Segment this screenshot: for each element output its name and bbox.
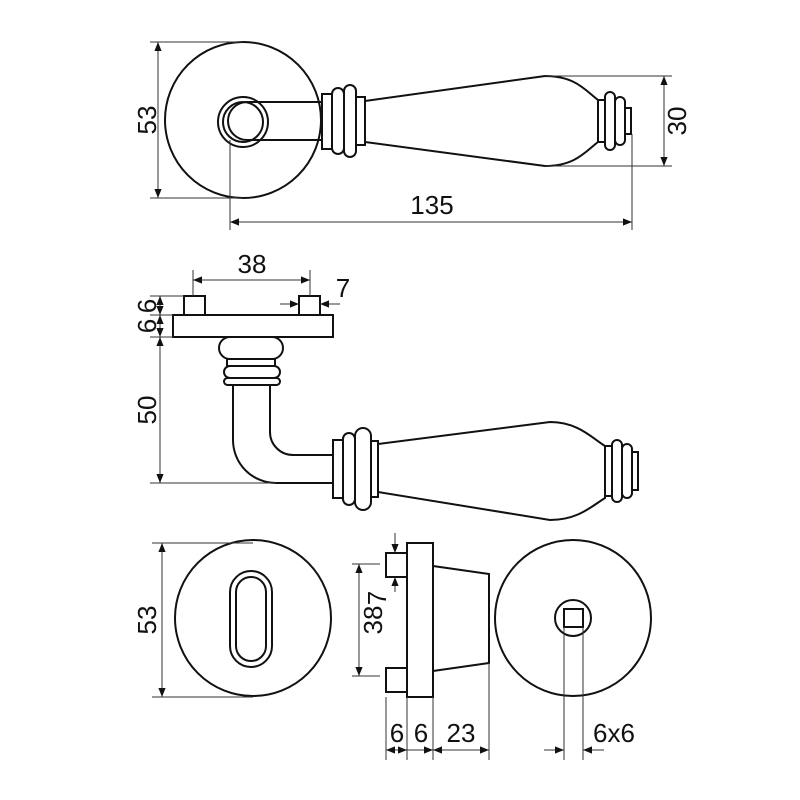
dim-pin-spacing: 38 bbox=[238, 249, 267, 279]
escutcheon-side: 38 7 6 6 23 bbox=[352, 533, 490, 760]
dim-plate-depth: 6 bbox=[414, 718, 428, 748]
rosette bbox=[164, 41, 322, 199]
keyhole-slot bbox=[229, 570, 273, 668]
lever-grip bbox=[377, 420, 606, 522]
dim-escutcheon-diameter: 53 bbox=[132, 606, 162, 635]
escutcheon-back: 6x6 bbox=[494, 539, 652, 760]
lever-grip bbox=[364, 74, 599, 168]
dim-lever-length: 135 bbox=[410, 190, 453, 220]
square-spindle-hole bbox=[563, 608, 584, 628]
escutcheon-front: 53 bbox=[132, 539, 332, 698]
dim-rosette-diameter: 53 bbox=[132, 106, 162, 135]
dim-plate-thickness: 6 bbox=[132, 319, 162, 333]
dim-pin-width: 7 bbox=[336, 273, 350, 303]
top-view-lever bbox=[164, 41, 632, 199]
pin bbox=[183, 295, 206, 316]
dim-pin-height: 6 bbox=[132, 299, 162, 313]
pin bbox=[298, 295, 321, 316]
dim-pin-depth: 6 bbox=[390, 718, 404, 748]
lever-shaft bbox=[227, 101, 323, 141]
dim-square-spindle: 6x6 bbox=[593, 718, 635, 748]
top-view-dimensions: 53 30 135 bbox=[132, 41, 692, 230]
dim-lever-height: 30 bbox=[662, 107, 692, 136]
dim-escutcheon-pin-width: 7 bbox=[362, 591, 392, 605]
handle-neck bbox=[232, 385, 333, 484]
side-view-lever bbox=[172, 295, 639, 522]
side-view-dimensions: 38 7 6 6 50 bbox=[132, 249, 350, 484]
dim-handle-height: 50 bbox=[132, 396, 162, 425]
rose-plate bbox=[172, 314, 334, 338]
dim-escutcheon-pin-spacing: 38 bbox=[358, 606, 388, 635]
rosette-ring bbox=[217, 96, 269, 148]
dim-body-depth: 23 bbox=[447, 718, 476, 748]
